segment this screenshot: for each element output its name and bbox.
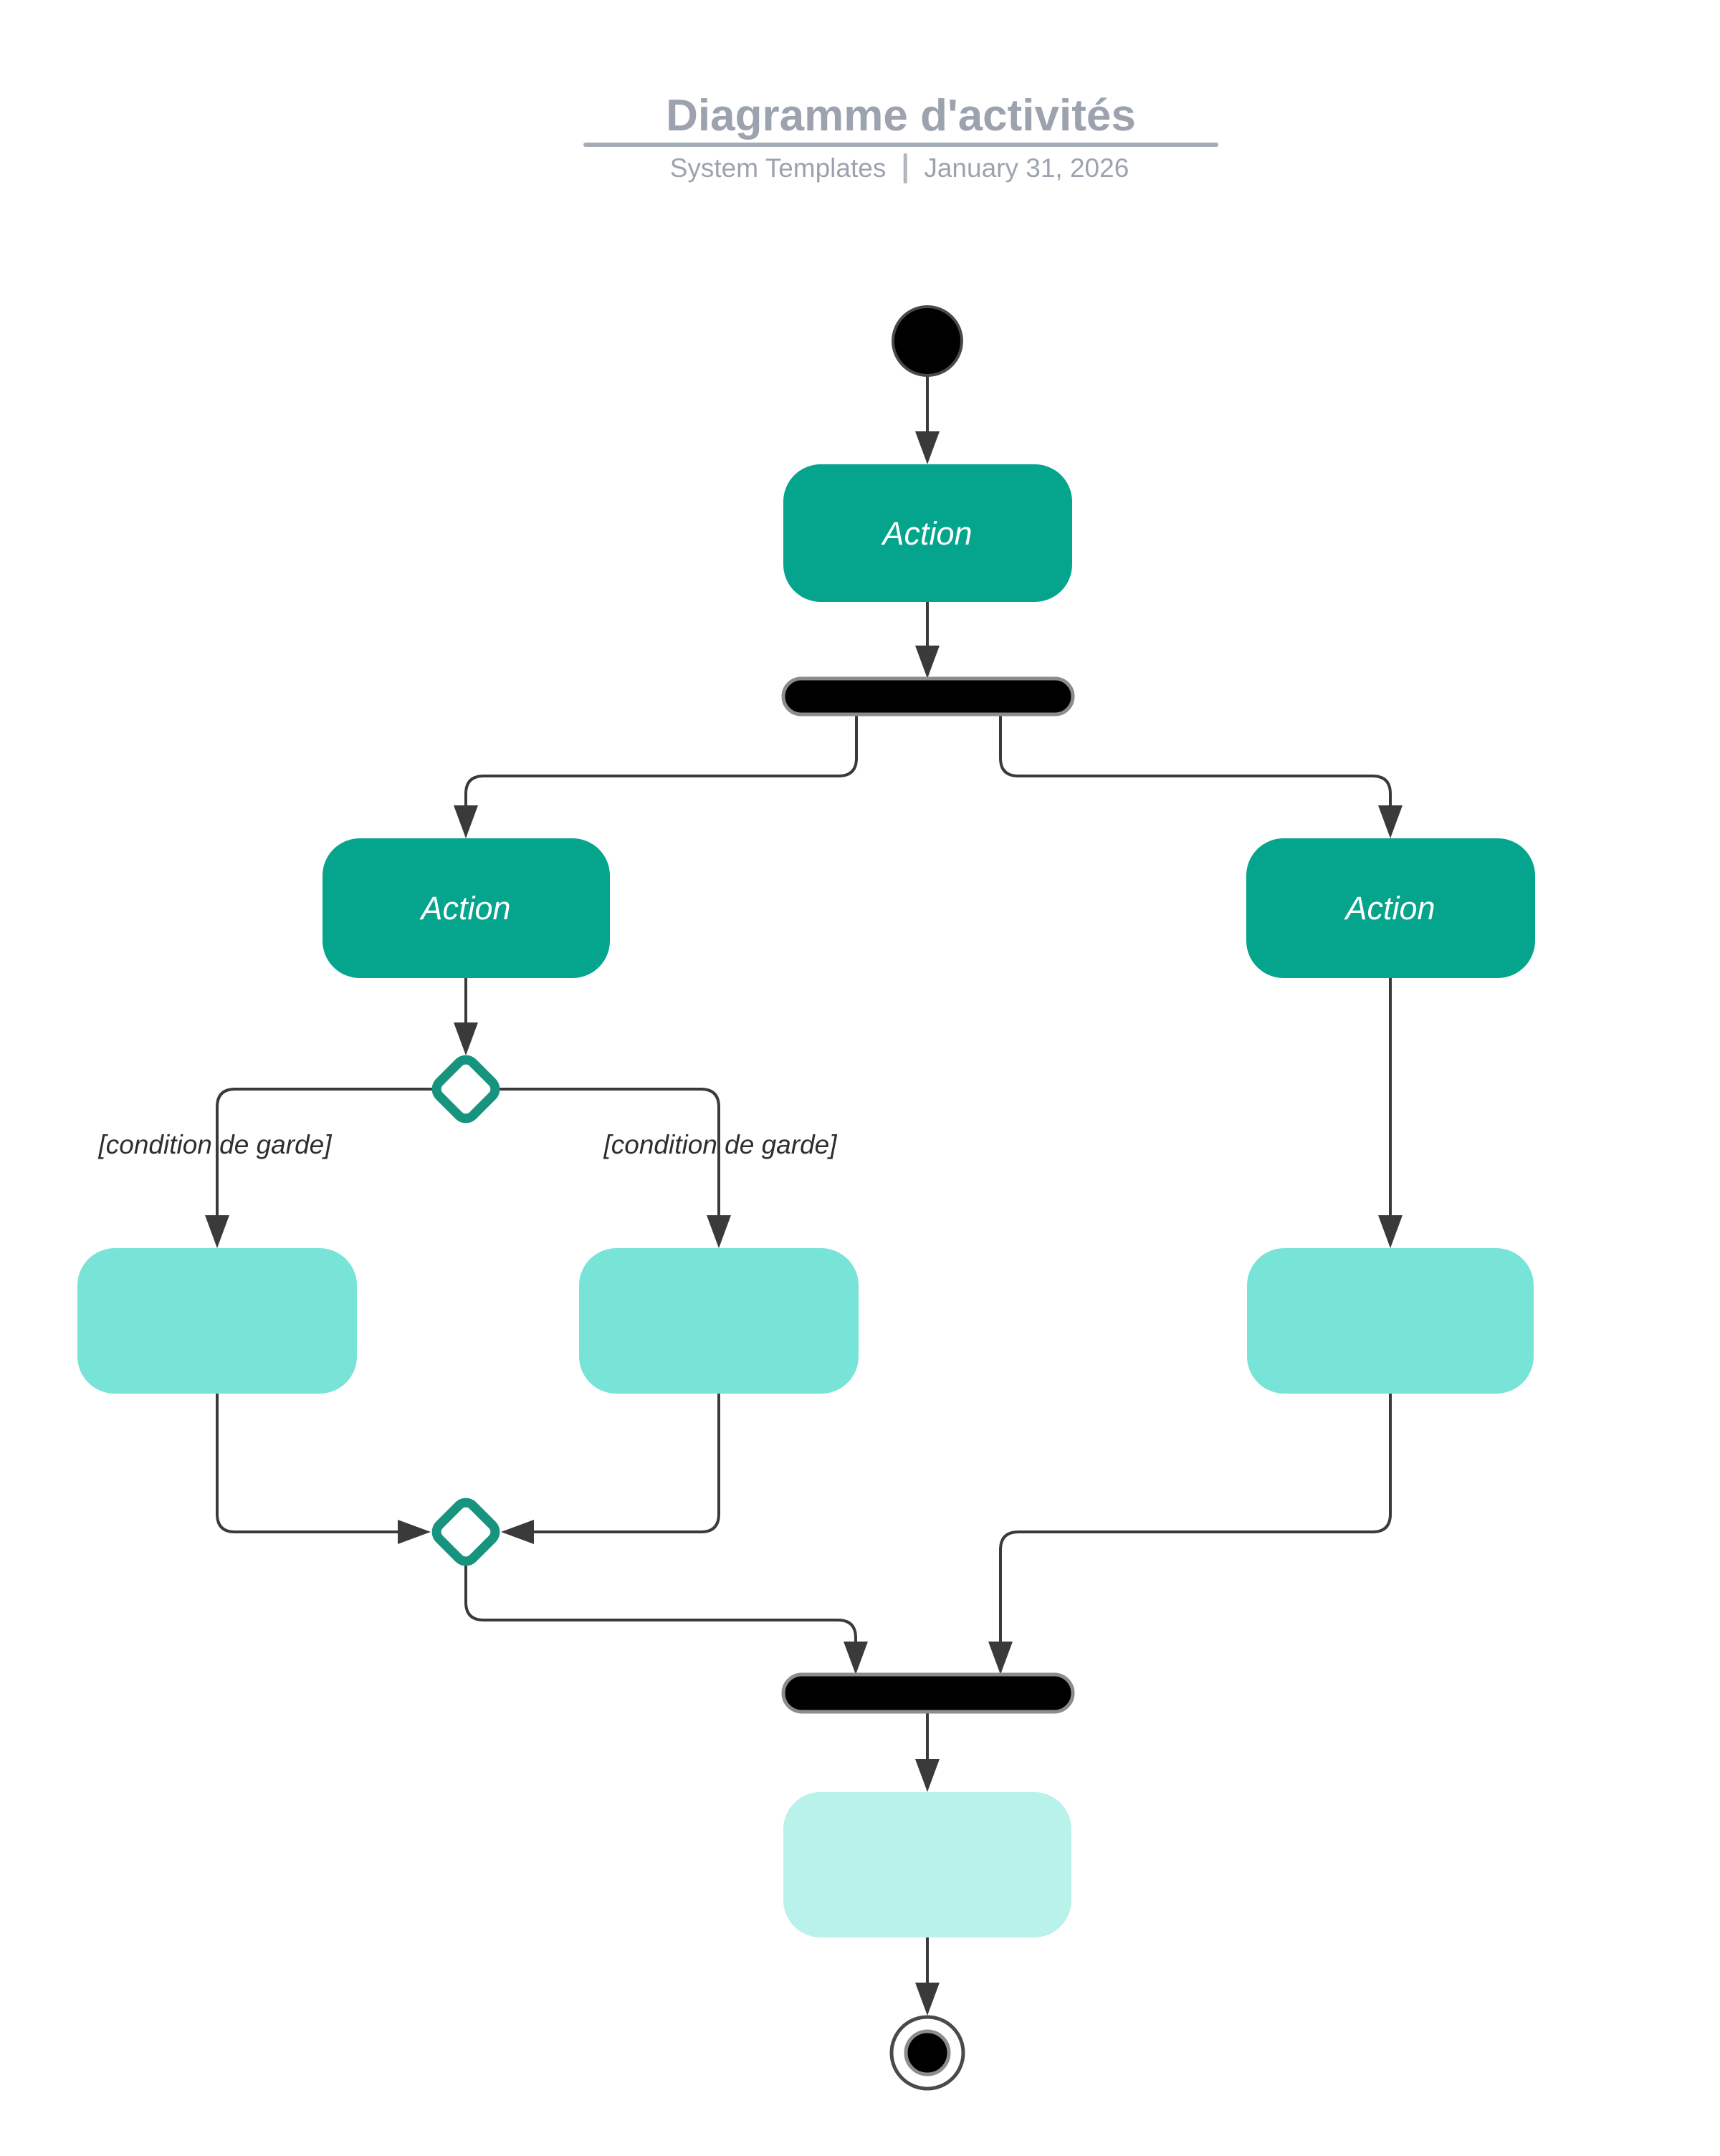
arrowhead-into-right-light: [1378, 1215, 1403, 1248]
action-node-right-label: Action: [1343, 890, 1435, 926]
end-node-inner-dot: [904, 2029, 951, 2076]
arrowheads: [205, 431, 1403, 2016]
arrowhead-into-join-left: [844, 1642, 868, 1675]
merge-node: [431, 1498, 500, 1566]
join-bar: [781, 1672, 1075, 1714]
edge-merge-to-join: [464, 1566, 857, 1643]
subtitle-separator: [903, 153, 907, 183]
final-action-node: [783, 1792, 1071, 1937]
edge-left-light-to-merge: [216, 1394, 399, 1533]
end-node: [889, 2015, 965, 2091]
arrowhead-into-merge-left: [398, 1520, 431, 1544]
subtitle: System Templates January 31, 2026: [670, 153, 1129, 183]
arrowhead-into-top-action: [915, 431, 940, 464]
arrowhead-into-join-right: [988, 1642, 1013, 1675]
arrowhead-into-right-action: [1378, 805, 1403, 838]
title-underline: [583, 143, 1218, 147]
arrowhead-into-middle-light: [707, 1215, 731, 1248]
light-action-node-left: [77, 1248, 357, 1394]
edge-decision-right-branch: [500, 1088, 720, 1217]
light-action-node-middle: [579, 1248, 859, 1394]
guard-label-left: [condition de garde]: [97, 1130, 332, 1159]
arrowhead-into-final: [915, 1759, 940, 1792]
edge-fork-to-left-action: [464, 714, 858, 807]
action-node-left: Action: [322, 838, 610, 978]
edge-fork-to-right-action: [999, 714, 1392, 807]
guard-label-right: [condition de garde]: [603, 1130, 837, 1159]
action-node-top: Action: [783, 464, 1072, 602]
decision-node: [431, 1055, 500, 1123]
subtitle-project: System Templates: [669, 153, 887, 183]
arrowhead-into-decision: [454, 1022, 478, 1055]
arrowhead-into-end: [915, 1983, 940, 2016]
edges: [216, 375, 1392, 1984]
action-node-left-shape: [322, 838, 610, 978]
arrowhead-into-left-action: [454, 805, 478, 838]
arrowhead-into-left-light: [205, 1215, 229, 1248]
initial-node: [892, 305, 963, 377]
action-node-right-shape: [1246, 838, 1535, 978]
arrowhead-into-merge-right: [501, 1520, 534, 1544]
action-node-top-shape: [783, 464, 1072, 602]
action-node-left-label: Action: [419, 890, 510, 926]
action-node-right: Action: [1246, 838, 1535, 978]
page-title: Diagramme d'activités: [666, 91, 1136, 140]
edge-decision-left-branch: [216, 1088, 432, 1217]
subtitle-date: January 31, 2026: [924, 153, 1129, 183]
edge-middle-light-to-merge: [531, 1394, 720, 1533]
fork-bar: [781, 676, 1075, 717]
light-action-node-right: [1247, 1248, 1534, 1394]
arrowhead-into-fork: [915, 646, 940, 679]
edge-right-light-to-join: [999, 1394, 1392, 1643]
action-node-top-label: Action: [880, 515, 972, 552]
